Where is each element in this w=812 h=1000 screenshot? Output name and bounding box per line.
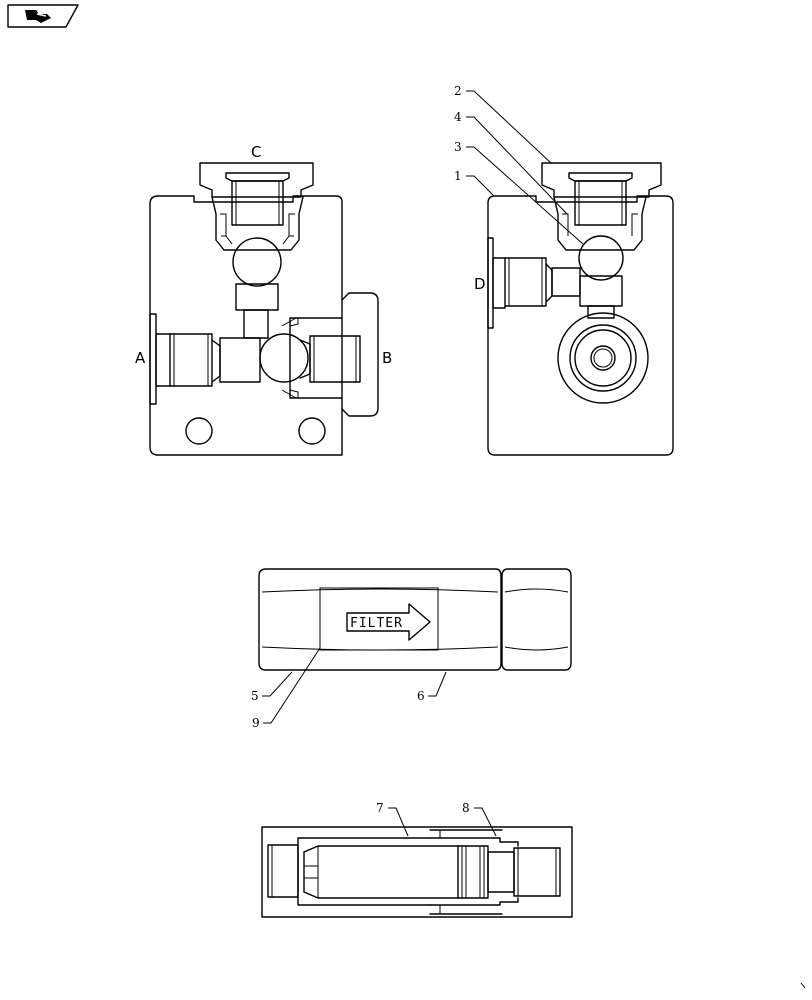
callout-1: 1 [454, 169, 462, 183]
port-label-b: B [382, 349, 392, 367]
callout-3: 3 [454, 140, 462, 154]
port-label-a: A [135, 349, 146, 367]
valve-front-view: C A B [135, 143, 392, 456]
callout-4: 4 [454, 110, 462, 124]
port-label-c: C [251, 143, 261, 161]
filter-assembly: FILTER 5 6 9 [251, 568, 572, 730]
callout-9: 9 [252, 716, 260, 730]
callout-5: 5 [251, 689, 259, 703]
port-label-d: D [474, 275, 486, 293]
valve-side-view: D 2 4 3 1 [454, 84, 674, 456]
nav-tab[interactable] [7, 4, 79, 28]
filter-stamp-text: FILTER [350, 616, 403, 631]
callout-7: 7 [376, 801, 384, 815]
book-page-icon [25, 10, 51, 23]
callout-6: 6 [417, 689, 425, 703]
callout-2: 2 [454, 84, 462, 98]
callout-8: 8 [462, 801, 470, 815]
filter-section-view: 7 8 [261, 801, 573, 918]
